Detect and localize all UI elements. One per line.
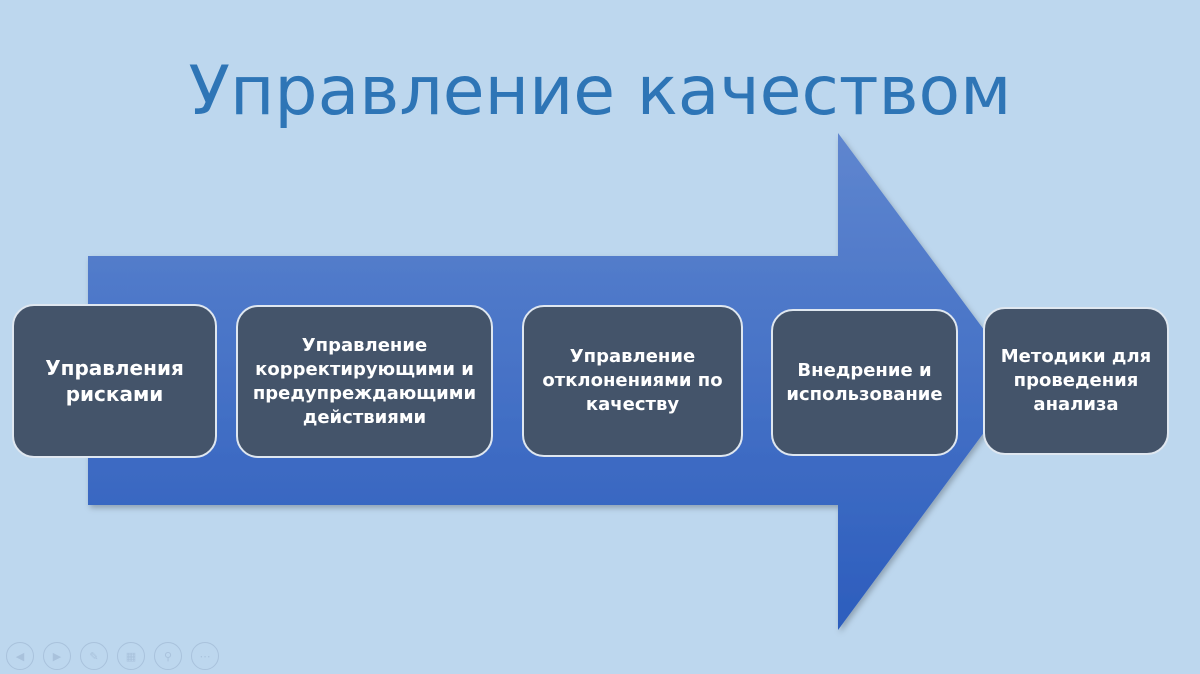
- slides-grid-icon[interactable]: ▦: [117, 642, 145, 670]
- previous-icon[interactable]: ◀: [6, 642, 34, 670]
- step-capa-management: Управление корректирующими и предупрежда…: [236, 305, 493, 458]
- step-deviation-management: Управление отклонениями по качеству: [522, 305, 743, 457]
- step-risk-management: Управления рисками: [12, 304, 217, 458]
- next-icon[interactable]: ▶: [43, 642, 71, 670]
- slide-title: Управление качеством: [188, 52, 1012, 131]
- step-analysis-methods: Методики для проведения анализа: [983, 307, 1169, 455]
- slideshow-controls: ◀ ▶ ✎ ▦ ⚲ ⋯: [6, 642, 219, 670]
- pen-icon[interactable]: ✎: [80, 642, 108, 670]
- more-icon[interactable]: ⋯: [191, 642, 219, 670]
- step-implementation: Внедрение и использование: [771, 309, 958, 456]
- zoom-icon[interactable]: ⚲: [154, 642, 182, 670]
